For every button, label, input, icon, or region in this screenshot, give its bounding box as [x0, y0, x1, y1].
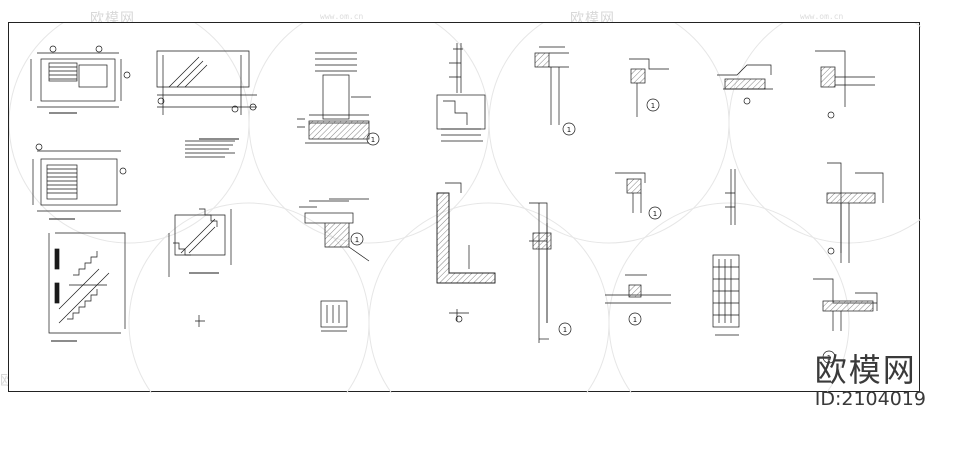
stair-plan-1	[30, 45, 131, 114]
cad-drawing: 1 1 1 1 1 1 1 1	[9, 23, 921, 393]
watermark-arcs	[9, 23, 921, 393]
stair-section-1	[48, 232, 126, 342]
stair-plan-2	[32, 143, 127, 220]
detail-marker: 1	[371, 136, 375, 144]
eave-detail-1	[717, 64, 773, 105]
detail-marker: 1	[355, 236, 359, 244]
watermark-url: www.om.cn	[800, 12, 844, 21]
wall-section-2	[436, 182, 496, 323]
column-detail-1	[297, 52, 380, 146]
detail-marker: 1	[651, 102, 655, 110]
roof-edge-detail-1	[629, 58, 669, 117]
parapet-section-1	[534, 46, 576, 136]
beam-detail-1	[299, 198, 370, 262]
roof-edge-detail-2	[615, 172, 662, 220]
watermark-url: www.om.cn	[320, 12, 364, 21]
section-mark-1	[320, 300, 348, 332]
detail-marker: 1	[633, 316, 637, 324]
detail-marker: 1	[827, 354, 831, 362]
drawing-sheet: 1 1 1 1 1 1 1 1	[8, 22, 921, 393]
brand-block: 欧模网 ID:2104019	[815, 352, 926, 410]
brand-name: 欧模网	[814, 351, 917, 389]
wall-detail-7	[712, 169, 740, 336]
detail-marker: 1	[567, 126, 571, 134]
parapet-detail-8c	[813, 278, 878, 364]
parapet-detail-8a	[815, 50, 875, 119]
brand-id: ID:2104019	[814, 388, 926, 410]
gutter-detail-1	[605, 274, 671, 326]
parapet-section-2	[529, 202, 572, 343]
stair-section-2	[168, 208, 232, 327]
detail-marker: 1	[563, 326, 567, 334]
detail-marker: 1	[653, 210, 657, 218]
wall-section-1	[436, 43, 486, 142]
stair-elevation-1	[156, 50, 257, 158]
parapet-detail-8b	[826, 162, 884, 263]
